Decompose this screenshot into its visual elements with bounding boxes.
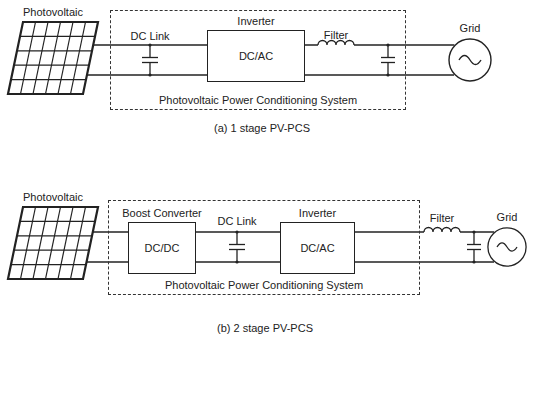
junction-dot: [472, 230, 475, 233]
wire-connector: [196, 231, 280, 232]
junction-dot: [148, 73, 151, 76]
converter-box: Boost ConverterDC/DC: [128, 222, 196, 274]
junction-dot: [148, 43, 151, 46]
caption: (a) 1 stage PV-PCS: [214, 122, 310, 135]
node-text: DC/AC: [300, 242, 334, 255]
component-label: DC Link: [130, 30, 169, 43]
junction-dot: [472, 260, 475, 263]
junction-dot: [235, 260, 238, 263]
component-label: DC Link: [217, 215, 256, 228]
wire: [196, 261, 280, 262]
converter-box: InverterDC/AC: [280, 222, 355, 274]
grid-symbol: [487, 227, 527, 267]
node-heading: Grid: [460, 22, 481, 35]
pv-panel-drawing: [8, 207, 98, 279]
node-heading: Photovoltaic: [23, 191, 83, 204]
inductor-symbol: [424, 228, 460, 235]
system-boundary: Boost ConverterDC/DCInverterDC/ACPhotovo…: [108, 200, 420, 295]
pv-panel: Photovoltaic: [8, 207, 98, 279]
junction-dot: [235, 230, 238, 233]
capacitor-symbol: [142, 45, 158, 75]
grid-source: Grid: [448, 38, 492, 82]
grid-source: Grid: [487, 227, 527, 267]
node-text: DC/AC: [239, 50, 273, 63]
component-label: Filter: [324, 29, 348, 42]
wire: [305, 74, 454, 75]
inductor-symbol: [318, 41, 354, 48]
node-heading: Photovoltaic Power Conditioning System: [165, 279, 363, 292]
capacitor-symbol: [381, 45, 395, 75]
node-heading: Boost Converter: [122, 207, 201, 220]
caption: (b) 2 stage PV-PCS: [217, 322, 313, 335]
grid-symbol: [448, 38, 492, 82]
node-heading: Photovoltaic Power Conditioning System: [159, 94, 357, 107]
system-boundary: InverterDC/ACPhotovoltaic Power Conditio…: [110, 10, 406, 110]
node-heading: Inverter: [299, 207, 336, 220]
wire: [87, 74, 207, 75]
pv-panel: Photovoltaic: [8, 22, 98, 94]
node-heading: Grid: [497, 211, 518, 224]
capacitor-symbol: [229, 232, 245, 262]
node-heading: Inverter: [237, 15, 274, 28]
capacitor-symbol: [467, 232, 481, 262]
junction-dot: [386, 73, 389, 76]
junction-dot: [386, 43, 389, 46]
node-text: DC/DC: [145, 242, 180, 255]
converter-box: InverterDC/AC: [207, 30, 305, 82]
wire: [355, 261, 494, 262]
node-heading: Photovoltaic: [23, 6, 83, 19]
component-label: Filter: [430, 212, 454, 225]
pv-panel-drawing: [8, 22, 98, 94]
wire-connector: [93, 231, 128, 232]
